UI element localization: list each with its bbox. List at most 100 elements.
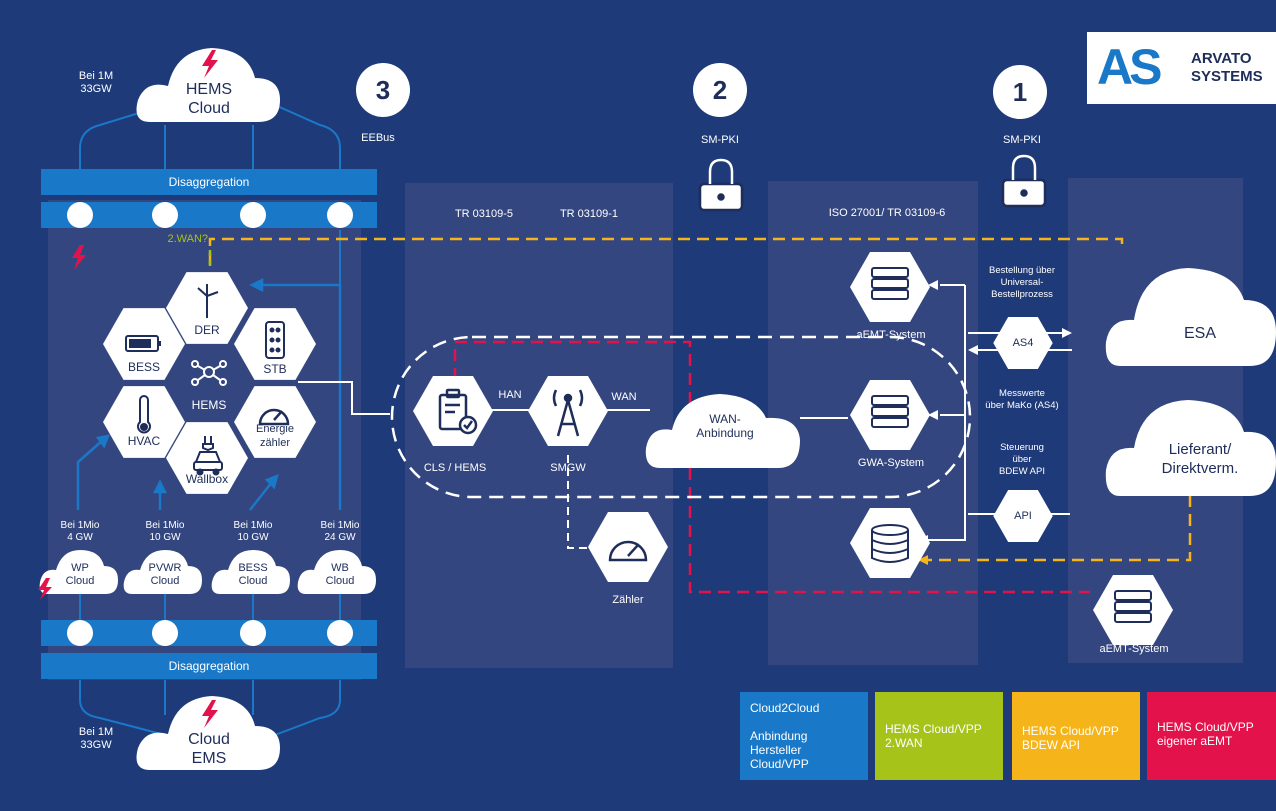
cloud-line: Cloud <box>188 100 230 117</box>
tr-5-label: TR 03109-5 <box>454 208 514 220</box>
legend-bdew: HEMS Cloud/VPP BDEW API <box>1012 692 1140 780</box>
white-arrowheads <box>918 280 1072 545</box>
bestellung-line: Universal- <box>1000 277 1044 288</box>
logo-line1: ARVATO <box>1191 50 1252 67</box>
cloud-line: Cloud <box>65 575 95 587</box>
capacity-line: Bei 1M <box>78 726 114 738</box>
cloud-line: Cloud <box>188 731 230 748</box>
connector-dot <box>327 202 353 228</box>
steuerung-text: Steuerung über BDEW API <box>975 442 1069 478</box>
han-label: HAN <box>498 389 522 401</box>
wb-cloud-label: WB Cloud <box>312 562 368 588</box>
cloud-pvwr <box>123 550 202 594</box>
steuerung-line: über <box>1012 454 1032 465</box>
gwa-system-label: GWA-System <box>857 457 925 469</box>
lock-icon <box>698 154 1047 212</box>
cloud-line: Cloud <box>150 575 180 587</box>
hex-label-line: zähler <box>260 437 290 449</box>
legend-line: eigener aEMT <box>1157 734 1233 748</box>
bestellung-line: Bestellprozess <box>991 289 1053 300</box>
legend-line: 2.WAN <box>885 736 923 750</box>
logo-mark: AS <box>1097 39 1162 95</box>
cloud-line: Anbindung <box>696 426 754 440</box>
connector-dot <box>240 202 266 228</box>
antenna-icon <box>552 389 584 437</box>
capacity-line: Bei 1Mio <box>233 520 273 531</box>
connector-dot <box>327 620 353 646</box>
white-links <box>485 284 966 541</box>
capacity-line: 4 GW <box>67 532 93 543</box>
logo-line2: SYSTEMS <box>1191 68 1263 85</box>
connector-bar-top <box>41 202 377 228</box>
cloud-line: PVWR <box>148 562 182 574</box>
cloud-line: BESS <box>238 562 268 574</box>
tr-1-label: TR 03109-1 <box>559 208 619 220</box>
badge-2: 2 <box>693 63 747 117</box>
disaggregation-bar-top: Disaggregation <box>41 169 377 195</box>
steuerung-line: Steuerung <box>1000 442 1044 453</box>
capacity-line: Bei 1Mio <box>320 520 360 531</box>
capacity-bess: Bei 1Mio 10 GW <box>225 520 281 544</box>
cloud-line: Cloud <box>238 575 268 587</box>
messwerte-line: Messwerte <box>999 388 1045 399</box>
aemt-system-label: aEMT-System <box>856 329 926 341</box>
red-dashed-path <box>453 340 1090 594</box>
capacity-line: Bei 1M <box>78 70 114 82</box>
capacity-wb: Bei 1Mio 24 GW <box>312 520 368 544</box>
yellow-dashed-path <box>208 237 1124 265</box>
cloud-line: WP <box>71 562 89 574</box>
cloud-shapes <box>39 48 1276 770</box>
esa-cloud-label: ESA <box>1183 325 1216 342</box>
bestellung-line: Bestellung über <box>988 265 1056 276</box>
wan-question-label: 2.WAN? <box>167 233 208 245</box>
capacity-line: 24 GW <box>324 532 356 543</box>
cloud-bess <box>211 550 290 594</box>
cloud-esa <box>1105 268 1276 366</box>
disaggregation-label-bottom: Disaggregation <box>168 659 250 673</box>
network-people-icon <box>191 360 227 386</box>
connector-bar-bottom <box>41 620 377 646</box>
smgw-label: SMGW <box>550 462 586 474</box>
battery-icon <box>125 335 161 352</box>
connector-dot <box>152 620 178 646</box>
database-icon <box>871 524 909 563</box>
wp-cloud-label: WP Cloud <box>52 562 108 588</box>
capacity-bottom: Bei 1M 33GW <box>66 726 126 752</box>
hex-smgw <box>528 376 608 446</box>
legend-line: HEMS Cloud/VPP <box>1157 720 1254 734</box>
cloud-line: WAN- <box>709 412 741 426</box>
capacity-line: Bei 1Mio <box>60 520 100 531</box>
cloud-line: Direktverm. <box>1161 460 1239 477</box>
hex-label-wallbox: Wallbox <box>185 472 229 486</box>
hems-cloud-label: HEMS Cloud <box>168 80 250 118</box>
capacity-line: 10 GW <box>237 532 269 543</box>
white-dashed-enclosure <box>390 335 972 499</box>
wind-turbine-icon <box>197 284 219 318</box>
cloud-line: Cloud <box>325 575 355 587</box>
smpki-label-2: SM-PKI <box>701 134 739 146</box>
cloud-line: WB <box>331 562 349 574</box>
connector-dot <box>67 202 93 228</box>
cloud-wb <box>297 550 376 594</box>
cloud-line: HEMS <box>185 81 233 98</box>
legend-line: Anbindung <box>750 729 808 743</box>
cls-hems-label: CLS / HEMS <box>423 462 487 474</box>
badge-3: 3 <box>356 63 410 117</box>
legend-line: HEMS Cloud/VPP <box>1022 724 1119 738</box>
disaggregation-label-top: Disaggregation <box>168 175 250 189</box>
cloud-ems <box>136 696 280 770</box>
legend-cloud2cloud: Cloud2Cloud Anbindung Hersteller Cloud/V… <box>740 692 868 780</box>
clipboard-check-icon <box>438 388 478 435</box>
pvwr-cloud-label: PVWR Cloud <box>137 562 193 588</box>
capacity-line: Bei 1Mio <box>145 520 185 531</box>
gauge-icon <box>258 408 648 562</box>
disaggregation-bar-bottom: Disaggregation <box>41 653 377 679</box>
lieferant-cloud-label: Lieferant/ Direktverm. <box>1135 440 1265 478</box>
capacity-line: 33GW <box>80 83 112 95</box>
bess-cloud-label: BESS Cloud <box>225 562 281 588</box>
hex-label-stb: STB <box>263 362 287 376</box>
wan-cloud-label: WAN- Anbindung <box>680 412 770 440</box>
hex-zaehler <box>588 512 668 582</box>
zaehler-label: Zähler <box>612 594 644 606</box>
cloud-ems-connectors <box>79 680 341 736</box>
